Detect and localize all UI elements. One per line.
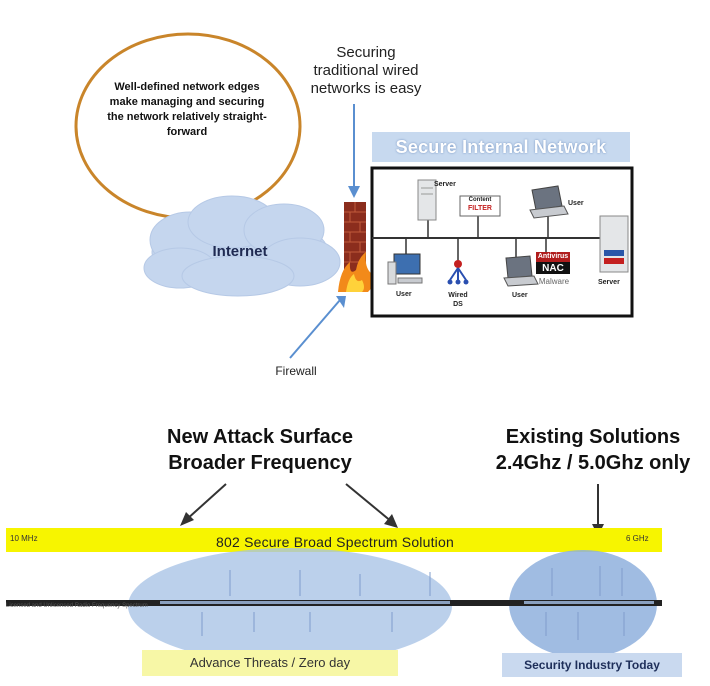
firewall-label-arrow (289, 299, 341, 359)
wired-ids-label-2: DS (453, 301, 463, 308)
user-desktop-label: User (396, 291, 412, 298)
band-left-label: 10 MHz (10, 534, 38, 543)
spectrum-highlight-left (160, 601, 450, 604)
server-right-label: Server (598, 279, 620, 286)
arrowhead-middle (384, 514, 398, 528)
nac-label: NAC (542, 263, 564, 274)
desktop-computer-icon (387, 253, 423, 285)
top-caption-line-2: traditional wired (313, 62, 419, 79)
firewall-icon (338, 202, 374, 292)
firewall-label-arrowhead (336, 296, 346, 308)
advance-threats-tag: Advance Threats / Zero day (142, 650, 398, 676)
frequency-band (6, 528, 662, 552)
heading-arrows (185, 483, 599, 528)
internet-cloud (143, 195, 341, 297)
content-filter-label-1: Content (468, 197, 492, 203)
band-title: 802 Secure Broad Spectrum Solution (216, 534, 454, 550)
existing-solutions-heading-line-2: 2.4Ghz / 5.0Ghz only (495, 452, 691, 474)
top-caption-line-1: Securing (336, 44, 396, 61)
firewall-label: Firewall (275, 364, 317, 378)
band-right-label: 6 GHz (626, 534, 649, 543)
content-filter-label-2: FILTER (468, 205, 492, 212)
network-drops (405, 214, 609, 262)
wired-ids-icon (447, 260, 469, 285)
spectrum-ticks (201, 566, 625, 640)
server-right-icon (599, 215, 629, 273)
spectrum-highlight-right (524, 601, 654, 604)
antivirus-label: Antivirus (537, 253, 569, 260)
attack-surface-heading: New Attack Surface Broader Frequency (130, 424, 390, 476)
security-appliance-icon (536, 252, 570, 274)
existing-solutions-heading-line-1: Existing Solutions (505, 426, 681, 448)
laptop-icon-bottom (503, 255, 539, 287)
server-icon (417, 179, 437, 221)
user-laptop-top-label: User (568, 200, 584, 207)
network-panel (370, 166, 634, 318)
panel-title: Secure Internal Network (372, 132, 630, 162)
top-caption: Securing traditional wired networks is e… (296, 44, 436, 98)
laptop-icon (529, 185, 569, 219)
user-laptop-bottom-label: User (512, 292, 528, 299)
content-filter-icon (459, 195, 501, 217)
attack-surface-heading-line-2: Broader Frequency (168, 452, 352, 474)
security-industry-tag: Security Industry Today (502, 653, 682, 677)
internet-label: Internet (212, 243, 268, 260)
existing-solutions-heading: Existing Solutions 2.4Ghz / 5.0Ghz only (480, 424, 706, 476)
malware-label: Malware (538, 277, 570, 286)
attack-surface-heading-line-1: New Attack Surface (167, 426, 353, 448)
caption-arrowhead (348, 186, 360, 198)
bubble-text: Well-defined network edges make managing… (107, 81, 267, 138)
arrowhead-left (180, 512, 194, 526)
server-top-label: Server (434, 181, 456, 188)
top-caption-line-3: networks is easy (310, 80, 422, 97)
spectrum-label: Licensed and Unlicensed Radio Frequency … (6, 603, 148, 609)
wired-ids-label-1: Wired (448, 292, 468, 299)
